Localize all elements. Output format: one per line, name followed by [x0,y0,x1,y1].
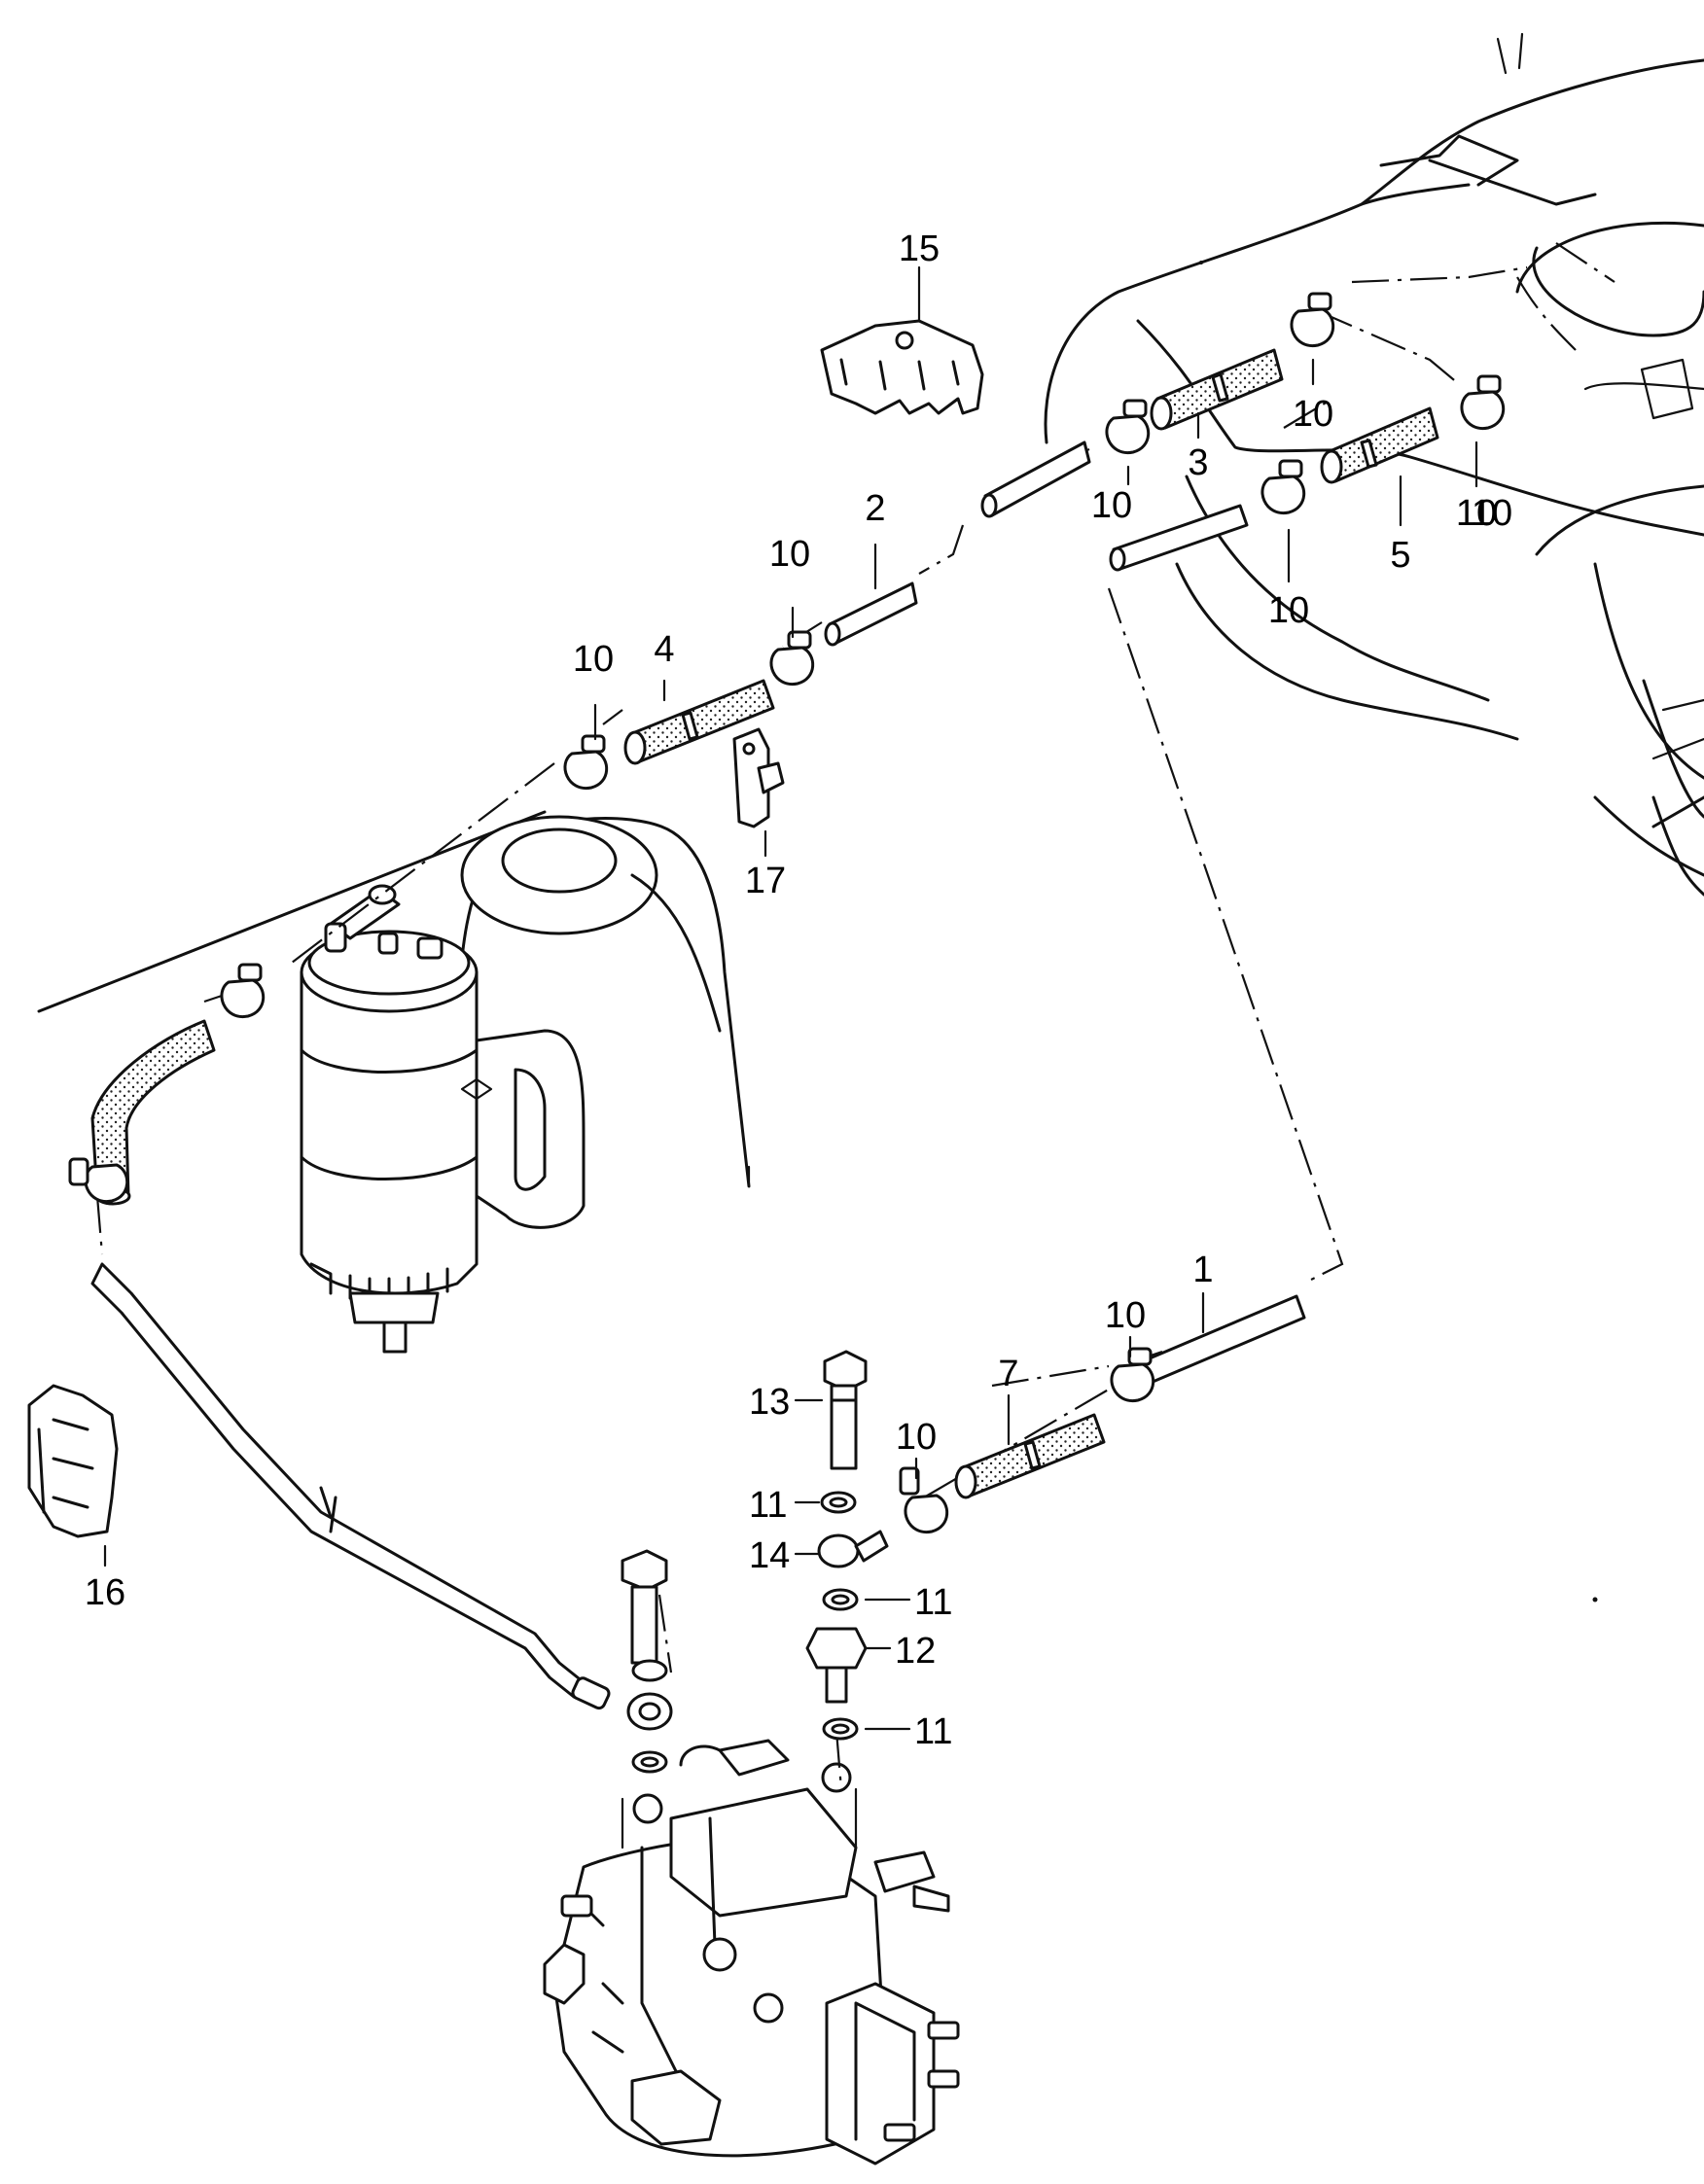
callout-1: 1 [1192,1250,1213,1290]
callout-12: 12 [895,1631,936,1672]
callout-10: 10 [1456,493,1497,534]
callout-10: 10 [1105,1295,1146,1336]
callout-4: 4 [654,629,674,670]
callout-10: 10 [1472,493,1512,534]
callout-11: 11 [914,1711,952,1752]
callout-10: 10 [1293,394,1333,435]
hose-clamps [68,292,1506,1533]
stray-dot [1592,1597,1598,1603]
callout-labels: 15 10 10 3 10 10 5 10 2 10 4 10 17 1 10 … [85,229,1512,1752]
callout-11: 11 [914,1582,952,1623]
injection-pump [543,1739,960,2166]
callout-10: 10 [1268,590,1309,631]
callout-17: 17 [745,861,786,901]
callout-3: 3 [1188,442,1208,483]
callout-11: 11 [749,1485,787,1526]
routing-lines [95,242,1615,1790]
callout-10: 10 [896,1417,937,1458]
callout-13: 13 [749,1382,790,1423]
stray-dot [1199,261,1203,264]
callout-16: 16 [85,1572,125,1613]
callout-2: 2 [865,488,885,529]
callout-5: 5 [1390,535,1410,576]
callout-15: 15 [899,229,940,269]
callout-7: 7 [998,1354,1018,1394]
callout-10: 10 [573,639,614,680]
fuel-filter [37,810,751,1354]
hose-parts [27,292,1506,1774]
leader-lines [103,265,1478,1731]
callout-14: 14 [749,1535,790,1576]
callout-10: 10 [769,534,810,575]
callout-10: 10 [1091,485,1132,526]
